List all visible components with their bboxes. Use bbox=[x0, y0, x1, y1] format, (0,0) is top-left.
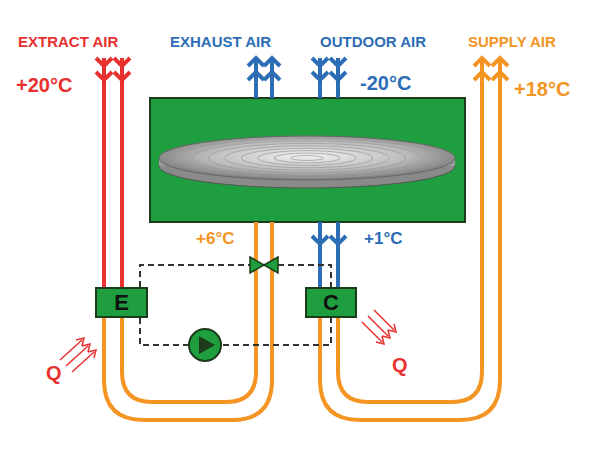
rotor-ring bbox=[241, 148, 373, 168]
duct-line bbox=[270, 58, 274, 98]
pump-symbol bbox=[189, 329, 221, 361]
pump-body bbox=[189, 329, 221, 361]
rotor-ring bbox=[291, 156, 324, 161]
valve-half bbox=[264, 257, 278, 273]
heat-arrow bbox=[374, 310, 396, 332]
air-stream-name: EXHAUST AIR bbox=[168, 34, 273, 51]
heat-flow-symbol: Q bbox=[390, 354, 410, 376]
air-stream-name: EXTRACT AIR bbox=[16, 34, 120, 51]
flow-chevron bbox=[248, 58, 264, 66]
heat-arrow bbox=[72, 350, 96, 372]
flow-chevron bbox=[264, 58, 280, 66]
flow-chevron bbox=[330, 58, 346, 66]
rotor-ring bbox=[175, 138, 438, 177]
temperature: +1°C bbox=[362, 230, 404, 249]
heat-arrows bbox=[60, 310, 396, 372]
temperature: +18°C bbox=[512, 78, 572, 100]
duct-line bbox=[254, 58, 258, 98]
duct-line bbox=[102, 58, 106, 287]
valve-symbol bbox=[250, 257, 278, 273]
extract-duct bbox=[96, 58, 130, 287]
flow-chevron bbox=[248, 72, 264, 80]
rotor-ring bbox=[192, 141, 422, 175]
outdoor-duct bbox=[312, 58, 346, 287]
rotor-disc bbox=[159, 136, 455, 180]
flow-chevron bbox=[330, 72, 346, 80]
condenser-coil: C bbox=[305, 287, 357, 318]
flow-chevron bbox=[114, 58, 130, 66]
exhaust-duct bbox=[248, 58, 280, 98]
flow-chevron bbox=[492, 72, 508, 80]
flow-chevron bbox=[312, 236, 328, 244]
air-stream-name: SUPPLY AIR bbox=[466, 34, 558, 51]
flow-chevron bbox=[96, 58, 112, 66]
duct-line bbox=[318, 222, 322, 287]
duct-line bbox=[336, 222, 340, 287]
coil-letter: E bbox=[114, 292, 129, 314]
flow-chevron bbox=[474, 58, 490, 66]
pump-arrow bbox=[199, 336, 215, 354]
coil-letter: C bbox=[323, 292, 339, 314]
heat-arrow bbox=[60, 338, 84, 360]
temperature: +6°C bbox=[194, 230, 236, 249]
heat-arrow bbox=[368, 316, 390, 338]
flow-chevron bbox=[96, 72, 112, 80]
flow-chevron bbox=[264, 72, 280, 80]
rotor-ring bbox=[208, 143, 405, 172]
duct-line bbox=[338, 58, 482, 402]
evaporator-coil: E bbox=[95, 287, 148, 318]
duct-line bbox=[120, 58, 124, 287]
rotor-ring bbox=[225, 146, 389, 170]
flow-chevron bbox=[312, 58, 328, 66]
exchanger-housing bbox=[150, 98, 465, 222]
flow-chevron bbox=[492, 58, 508, 66]
air-stream-name: OUTDOOR AIR bbox=[318, 34, 428, 51]
duct-line bbox=[320, 58, 500, 420]
rotor-ring bbox=[274, 153, 340, 163]
heat-arrow bbox=[66, 344, 90, 366]
valve-half bbox=[250, 257, 264, 273]
rotor-ring bbox=[258, 151, 357, 166]
coolant-pipe bbox=[140, 318, 331, 345]
flow-chevron bbox=[330, 236, 346, 244]
flow-chevron bbox=[114, 72, 130, 80]
rotor-rings bbox=[175, 138, 438, 177]
heat-arrow bbox=[362, 322, 384, 344]
supply-duct bbox=[104, 58, 508, 420]
duct-line bbox=[104, 222, 272, 420]
flow-chevron bbox=[474, 72, 490, 80]
coolant-pipe bbox=[140, 265, 331, 287]
temperature: +20°C bbox=[14, 74, 74, 96]
heat-flow-symbol: Q bbox=[44, 362, 64, 384]
temperature: -20°C bbox=[358, 72, 413, 94]
flow-chevron bbox=[312, 72, 328, 80]
